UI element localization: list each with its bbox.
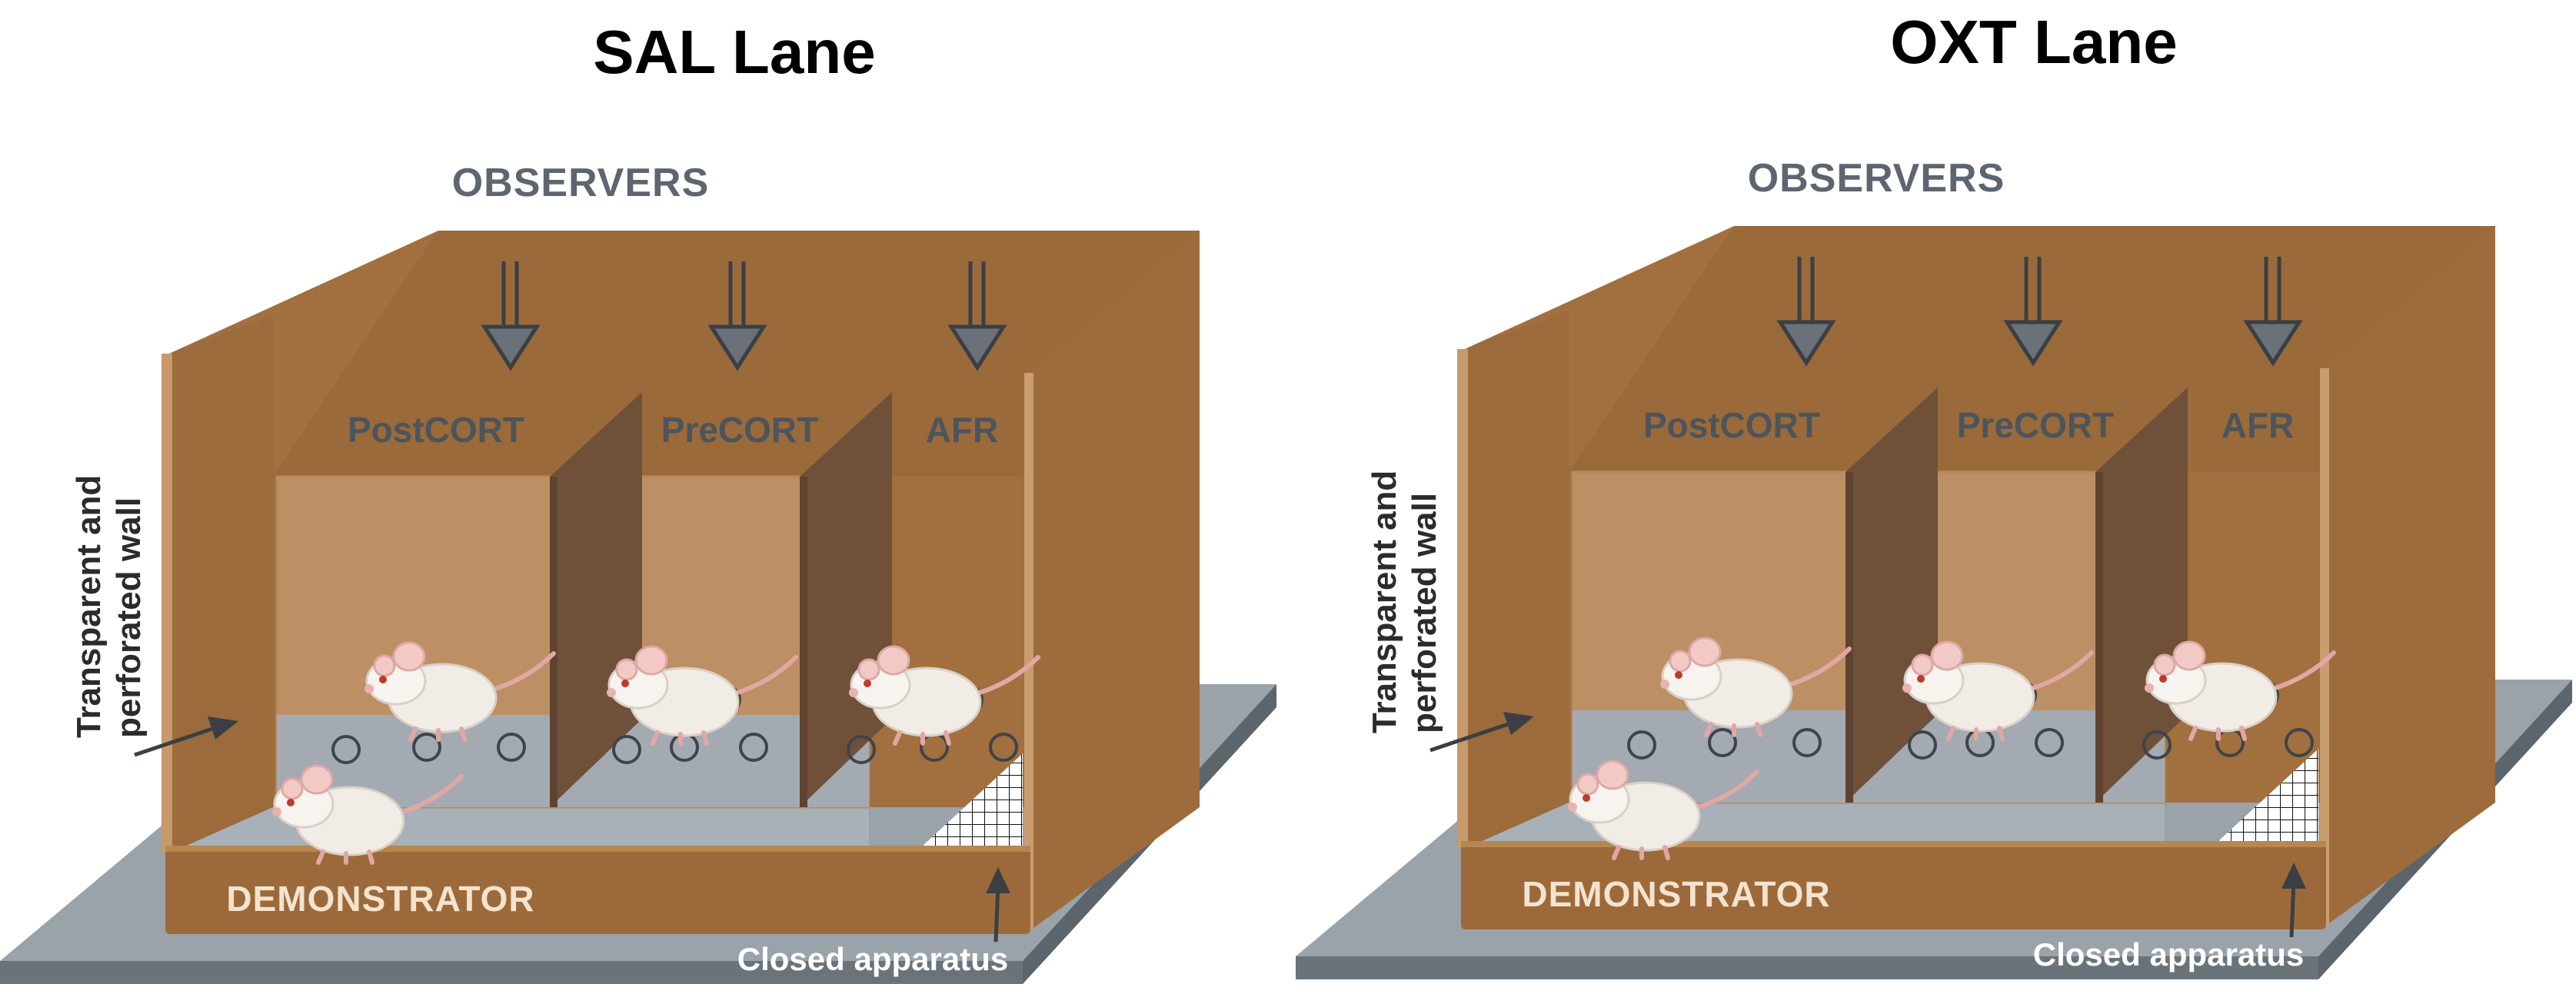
panel-title: SAL Lane bbox=[593, 18, 876, 86]
compartment-label: PreCORT bbox=[661, 410, 818, 450]
demonstrator-label: DEMONSTRATOR bbox=[1522, 874, 1830, 914]
svg-text:Transparent and: Transparent and bbox=[70, 475, 108, 738]
wall-pointer-arrow-icon bbox=[1429, 712, 1534, 753]
compartment-label: PostCORT bbox=[348, 410, 524, 450]
demonstrator-label: DEMONSTRATOR bbox=[226, 879, 534, 919]
panel-title: OXT Lane bbox=[1890, 8, 2177, 76]
observers-label: OBSERVERS bbox=[1748, 156, 2005, 201]
side-wall-label: Transparent and perforated wall bbox=[1366, 470, 1443, 733]
down-arrow-icon bbox=[1776, 257, 2303, 367]
panel-oxt-lane: OXT Lane OBSERVERS PostCORT PreCORT AFR … bbox=[1294, 8, 2574, 981]
closed-pointer-arrow-icon bbox=[2281, 863, 2306, 938]
wall-pointer-arrow-icon bbox=[134, 716, 238, 757]
svg-text:perforated wall: perforated wall bbox=[1406, 493, 1443, 733]
panel-sal-lane: SAL Lane OBSERVERS PostCORT PreCORT AFR … bbox=[0, 18, 1278, 986]
closed-apparatus-label: Closed apparatus bbox=[2033, 936, 2304, 972]
svg-text:perforated wall: perforated wall bbox=[110, 497, 148, 738]
side-wall-label: Transparent and perforated wall bbox=[70, 475, 148, 738]
compartment-label: PostCORT bbox=[1643, 405, 1820, 445]
observers-label: OBSERVERS bbox=[452, 161, 710, 205]
compartment-label: PreCORT bbox=[1957, 405, 2114, 445]
compartment-label: AFR bbox=[2222, 405, 2295, 445]
svg-text:Transparent and: Transparent and bbox=[1366, 470, 1403, 733]
closed-pointer-arrow-icon bbox=[986, 867, 1010, 942]
down-arrow-icon bbox=[481, 261, 1007, 371]
compartment-label: AFR bbox=[926, 410, 999, 450]
closed-apparatus-label: Closed apparatus bbox=[737, 941, 1008, 977]
